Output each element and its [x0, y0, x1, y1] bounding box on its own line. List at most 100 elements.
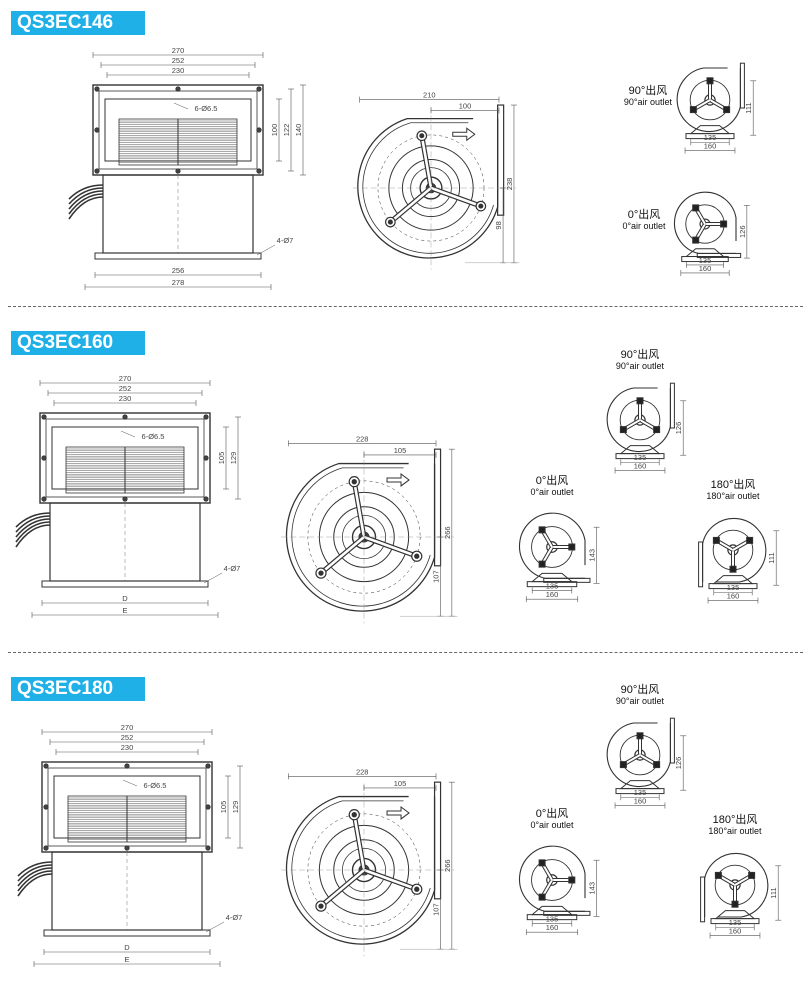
- dim-height: 266: [443, 526, 452, 539]
- cable: [15, 524, 51, 548]
- dim-h: 126: [674, 757, 683, 770]
- model-banner-1: QS3EC146: [11, 11, 145, 35]
- dim-w2: 160: [729, 927, 742, 936]
- bolt-hole: [122, 414, 128, 420]
- bolt-hole: [43, 763, 49, 769]
- bolt-hole: [124, 763, 130, 769]
- outlet-housing: [673, 191, 742, 258]
- outlet-label-cn: 90°出风: [629, 83, 668, 97]
- outlet-housing: [519, 512, 591, 583]
- dim-h: 111: [767, 552, 776, 563]
- outlet-label-cn: 0°出风: [536, 473, 569, 487]
- cable: [17, 870, 53, 892]
- dim-w2: 160: [634, 462, 647, 471]
- outlet-housing: [519, 845, 591, 916]
- bolt-hole: [124, 845, 130, 851]
- dim-h: 111: [769, 887, 778, 898]
- cable: [15, 518, 51, 538]
- bolt-hole: [122, 496, 128, 502]
- dim-width-outer: 270: [119, 374, 132, 383]
- hole-label: 6-Ø6.5: [144, 781, 167, 790]
- base-plate: [94, 252, 262, 260]
- cable: [17, 861, 53, 877]
- bolt-hole: [256, 86, 262, 92]
- dim-outlet: 100: [459, 101, 472, 110]
- outlet-label-cn: 90°出风: [621, 347, 660, 361]
- outlet-label-cn: 90°出风: [621, 682, 660, 696]
- base-plate: [43, 929, 211, 937]
- model-banner-3: QS3EC180: [11, 677, 145, 701]
- cable: [17, 864, 53, 882]
- cable: [68, 187, 104, 205]
- bolt-hole: [43, 804, 49, 810]
- outlet-label-en: 90°air outlet: [616, 361, 665, 371]
- dim-w1: 135: [634, 788, 647, 797]
- outlet-label-cn: 0°出风: [536, 806, 569, 820]
- cable: [15, 512, 51, 528]
- bolt-hole: [94, 86, 100, 92]
- dim-width-inner: 230: [121, 743, 134, 752]
- bolt-hole: [205, 763, 211, 769]
- bolt-hole: [41, 414, 47, 420]
- outlet-label-en: 0°air outlet: [530, 820, 574, 830]
- outlet-housing: [606, 382, 675, 453]
- cable: [68, 196, 104, 220]
- outlet-label-cn: 180°出风: [713, 812, 758, 826]
- cable: [68, 184, 104, 200]
- dim-h2: 129: [231, 801, 240, 814]
- dim-height: 238: [505, 178, 514, 191]
- dim-width-outer: 270: [172, 46, 185, 55]
- dim-width: 210: [423, 91, 436, 100]
- base-plate: [41, 580, 209, 588]
- airflow-arrow: [386, 472, 410, 487]
- hole-label: 6-Ø6.5: [142, 432, 165, 441]
- dim-w2: 160: [704, 142, 717, 151]
- dim-width-inner: 230: [172, 66, 185, 75]
- bolt-hole: [41, 455, 47, 461]
- stand-base: [526, 581, 578, 588]
- bolt-hole: [256, 168, 262, 174]
- outlet-flange: [433, 781, 442, 900]
- section-divider-1: [8, 306, 803, 307]
- scroll-housing: [285, 795, 436, 945]
- bolt-hole: [203, 496, 209, 502]
- outlet-housing: [700, 852, 769, 923]
- dim-w2: 160: [727, 592, 740, 601]
- bolt-hole: [175, 86, 181, 92]
- dim-base-inner: D: [124, 943, 130, 952]
- dim-h: 126: [738, 225, 747, 238]
- foot-hole-label: 4-Ø7: [226, 913, 243, 922]
- scroll-housing: [285, 462, 436, 612]
- dim-w2: 160: [699, 264, 712, 273]
- airflow-arrow: [452, 127, 476, 142]
- dim-w2: 160: [634, 797, 647, 806]
- dim-w1: 135: [727, 583, 740, 592]
- cable: [17, 873, 53, 897]
- cable: [68, 193, 104, 215]
- cable: [15, 521, 51, 543]
- dim-w1: 135: [546, 582, 559, 591]
- stand-base: [615, 788, 665, 795]
- stand-base: [708, 583, 758, 590]
- cable: [17, 867, 53, 887]
- bolt-hole: [175, 168, 181, 174]
- bolt-hole: [203, 414, 209, 420]
- bolt-hole: [43, 845, 49, 851]
- dim-h: 111: [744, 102, 753, 113]
- bolt-hole: [205, 845, 211, 851]
- dim-width-mid: 252: [172, 56, 185, 65]
- dim-h1: 100: [270, 124, 279, 137]
- section-divider-2: [8, 652, 803, 653]
- stand-base: [526, 914, 578, 921]
- dim-h1: 105: [217, 452, 226, 465]
- stand-base: [615, 453, 665, 460]
